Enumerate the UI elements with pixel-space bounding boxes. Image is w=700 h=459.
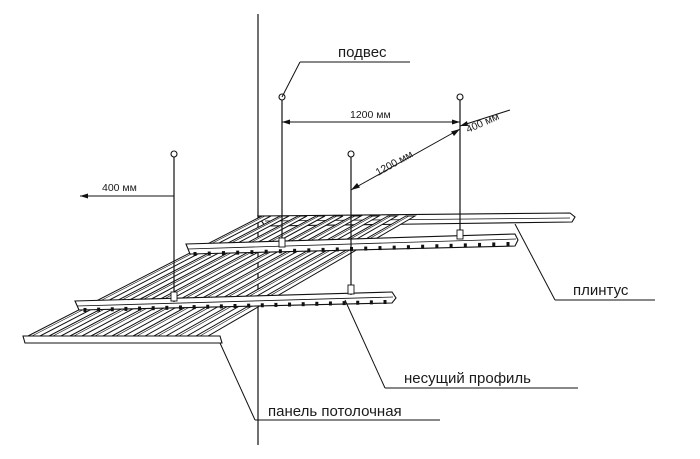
profile-tooth — [335, 247, 339, 252]
hanger-label: подвес — [338, 44, 387, 61]
ceiling-panel-slat-edge — [115, 215, 338, 337]
profile-tooth — [293, 248, 297, 253]
profile-tooth — [124, 306, 128, 311]
hanger-rod — [170, 150, 178, 302]
profile-tooth — [406, 245, 410, 250]
profile-tooth — [328, 301, 332, 306]
profile-tooth — [506, 242, 510, 246]
ceiling-panel-slat-edge — [199, 215, 410, 337]
dimension-line-400-right — [459, 109, 511, 127]
profile-tooth — [383, 300, 387, 304]
profile-tooth — [278, 249, 282, 254]
profile-tooth — [207, 251, 211, 256]
profile-tooth — [421, 244, 425, 249]
hanger-rod — [278, 93, 286, 248]
profile-tooth — [321, 247, 325, 252]
profile-tooth — [378, 246, 382, 251]
profile-tooth — [83, 308, 87, 312]
ceiling-panel-slat-edge — [31, 215, 266, 337]
dimension-line-1200-horizontal — [282, 119, 460, 125]
profile-tooth — [449, 243, 453, 248]
ceiling-panel-slat-edge — [178, 215, 392, 337]
leader-carrier-profile — [344, 299, 578, 389]
profile-tooth — [206, 304, 210, 309]
profile-tooth — [138, 306, 142, 311]
profile-tooth — [178, 305, 182, 310]
dimension-label-400-left: 400 мм — [102, 182, 137, 194]
profile-tooth — [392, 245, 396, 250]
profile-tooth — [478, 242, 482, 247]
profile-tooth — [435, 244, 439, 249]
ceiling-panel-slat-edge — [73, 215, 302, 337]
profile-tooth — [492, 242, 496, 247]
ceiling-panel-label: панель потолочная — [268, 403, 402, 420]
profile-tooth — [250, 250, 254, 255]
profile-tooth — [110, 307, 114, 312]
skirting-label: плинтус — [573, 282, 629, 299]
profile-tooth — [364, 246, 368, 251]
carrier-profile-front — [74, 291, 397, 312]
profile-tooth — [236, 250, 240, 255]
dimension-label-1200-diagonal: 1200 мм — [374, 148, 415, 178]
profile-tooth — [151, 306, 155, 311]
dimension-label-1200-horizontal: 1200 мм — [350, 109, 391, 121]
profile-tooth — [260, 303, 264, 308]
profile-tooth — [315, 301, 319, 306]
dimension-line-400-left — [80, 193, 174, 199]
panel-front-edge — [22, 335, 223, 344]
profile-tooth — [274, 302, 278, 307]
profile-tooth — [307, 248, 311, 253]
profile-tooth — [463, 243, 467, 248]
hanger-rod — [456, 93, 464, 240]
leader-hanger — [281, 61, 410, 98]
profile-tooth — [97, 307, 101, 312]
ceiling-panel-slat-edge — [157, 215, 374, 337]
profile-tooth — [247, 303, 251, 308]
profile-tooth — [369, 300, 373, 305]
profile-tooth — [264, 249, 268, 254]
leader-skirting — [514, 223, 655, 301]
carrier-profile-label: несущий профиль — [404, 370, 531, 387]
profile-tooth — [288, 302, 292, 307]
hanger-rod — [347, 150, 355, 295]
profile-tooth — [221, 251, 225, 256]
profile-tooth — [192, 305, 196, 310]
profile-tooth — [233, 304, 237, 308]
ceiling-panels — [27, 215, 417, 337]
profile-tooth — [301, 302, 305, 307]
profile-tooth — [219, 304, 223, 309]
leader-ceiling-panel — [219, 342, 440, 421]
profile-tooth — [193, 252, 197, 256]
dimension-line-1200-diagonal — [350, 128, 461, 191]
dimension-label-400-right: 400 мм — [464, 111, 501, 136]
ceiling-panel-slat-edge — [136, 215, 356, 337]
profile-tooth — [356, 300, 360, 305]
ceiling-panel-slat-edge — [52, 215, 284, 337]
profile-tooth — [165, 305, 169, 310]
profile-tooth — [342, 301, 346, 306]
